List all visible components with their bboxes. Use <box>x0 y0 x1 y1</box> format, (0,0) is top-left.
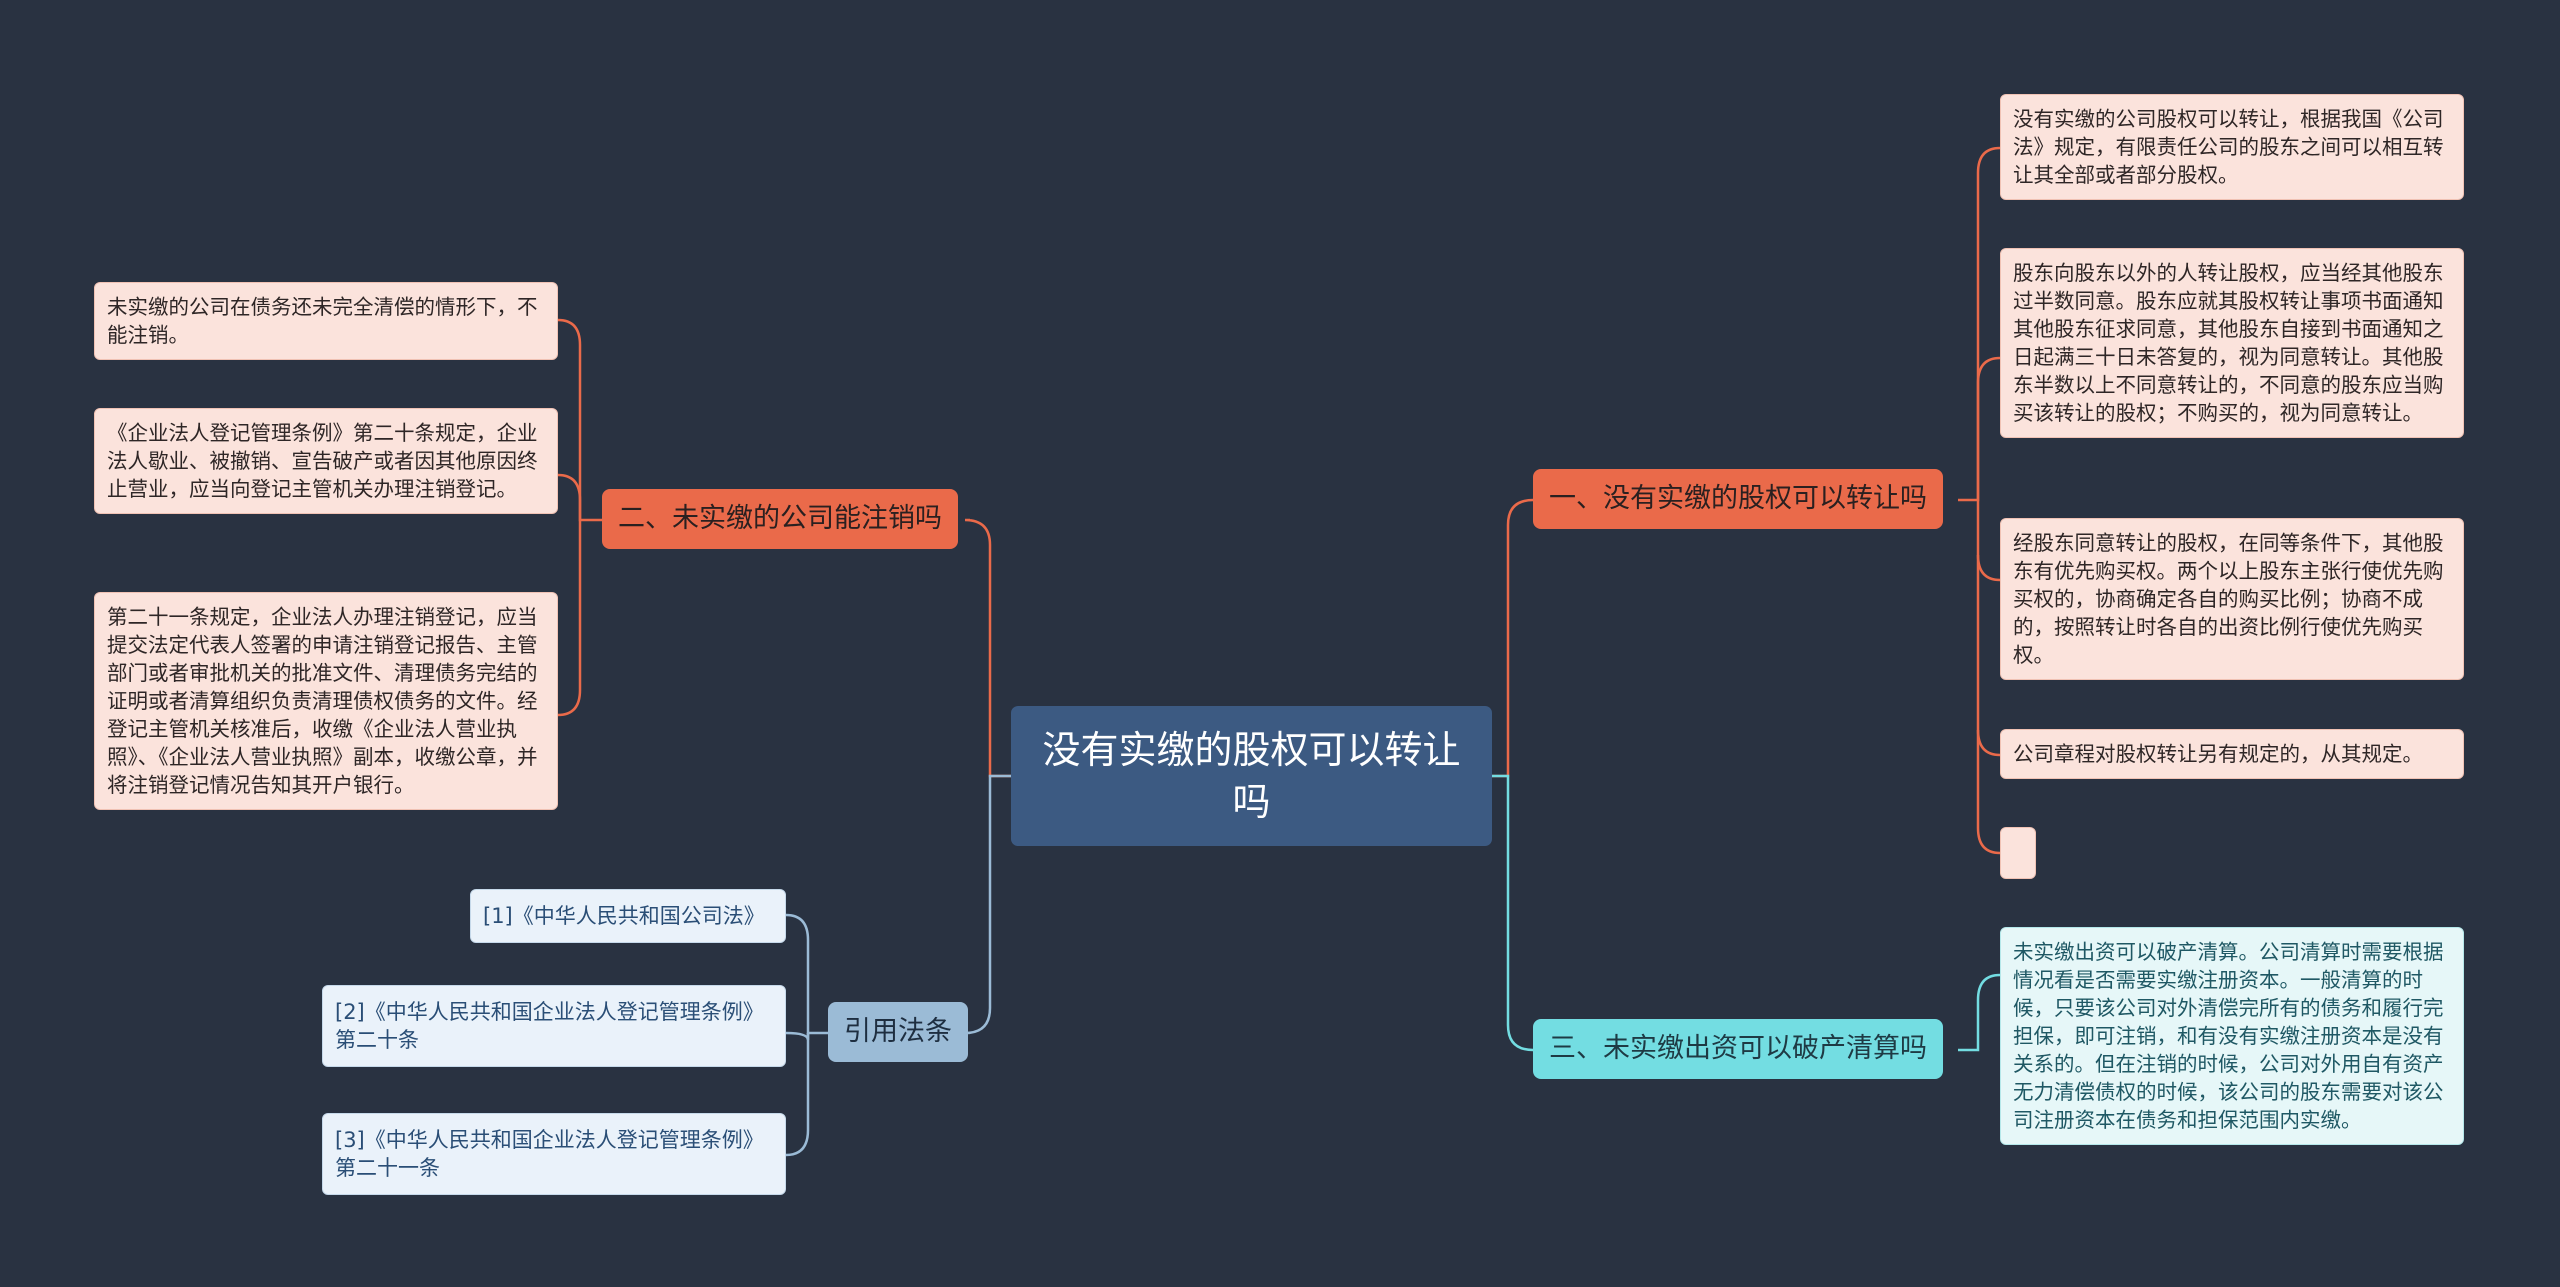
branch-transfer-question[interactable]: 一、没有实缴的股权可以转让吗 <box>1533 469 1943 529</box>
link-branch1-leaf1 <box>1958 146 2001 502</box>
leaf-deregister-answer[interactable]: 未实缴的公司在债务还未完全清偿的情形下，不能注销。 <box>94 282 558 360</box>
leaf-articles-rule[interactable]: 公司章程对股权转让另有规定的，从其规定。 <box>2000 729 2464 779</box>
branch-label: 三、未实缴出资可以破产清算吗 <box>1549 1033 1927 1064</box>
link-branch1-leaf3 <box>1976 500 2001 582</box>
link-branch1-leaf4 <box>1976 555 2001 757</box>
leaf-text: 公司章程对股权转让另有规定的，从其规定。 <box>2013 742 2423 766</box>
leaf-text: 股东向股东以外的人转让股权，应当经其他股东过半数同意。股东应就其股权转让事项书面… <box>2013 261 2444 425</box>
citation-text: [2]《中华人民共和国企业法人登记管理条例》 第二十条 <box>335 1000 764 1052</box>
link-branch2-leaf1 <box>557 318 602 522</box>
citation-text: [3]《中华人民共和国企业法人登记管理条例》 第二十一条 <box>335 1128 764 1180</box>
link-branch4-leaf2 <box>785 1031 810 1041</box>
link-branch3-leaf1 <box>1958 973 2001 1052</box>
citation-regulation-art20[interactable]: [2]《中华人民共和国企业法人登记管理条例》 第二十条 <box>322 985 786 1067</box>
citation-company-law[interactable]: [1]《中华人民共和国公司法》 <box>470 889 786 943</box>
link-branch4-leaf3 <box>785 1033 810 1157</box>
link-center-branch2 <box>964 518 1011 778</box>
link-branch1-leaf5 <box>1976 730 2001 855</box>
leaf-text: 第二十一条规定，企业法人办理注销登记，应当提交法定代表人签署的申请注销登记报告、… <box>107 605 538 797</box>
leaf-preemptive-right[interactable]: 经股东同意转让的股权，在同等条件下，其他股东有优先购买权。两个以上股东主张行使优… <box>2000 518 2464 680</box>
leaf-regulation-art21[interactable]: 第二十一条规定，企业法人办理注销登记，应当提交法定代表人签署的申请注销登记报告、… <box>94 592 558 810</box>
branch-deregister-question[interactable]: 二、未实缴的公司能注销吗 <box>602 489 958 549</box>
branch-label: 引用法条 <box>844 1016 952 1047</box>
link-branch1-leaf2 <box>1976 356 2001 500</box>
branch-cited-laws[interactable]: 引用法条 <box>828 1002 968 1062</box>
leaf-text: 经股东同意转让的股权，在同等条件下，其他股东有优先购买权。两个以上股东主张行使优… <box>2013 531 2444 667</box>
leaf-transfer-basis[interactable]: 没有实缴的公司股权可以转让，根据我国《公司法》规定，有限责任公司的股东之间可以相… <box>2000 94 2464 200</box>
citation-text: [1]《中华人民共和国公司法》 <box>483 904 765 928</box>
link-center-branch4 <box>964 774 1011 1035</box>
branch-label: 一、没有实缴的股权可以转让吗 <box>1549 483 1927 514</box>
leaf-text: 《企业法人登记管理条例》第二十条规定，企业法人歇业、被撤销、宣告破产或者因其他原… <box>107 421 538 501</box>
leaf-bankruptcy-answer[interactable]: 未实缴出资可以破产清算。公司清算时需要根据情况看是否需要实缴注册资本。一般清算的… <box>2000 927 2464 1145</box>
link-center-branch1 <box>1492 498 1534 778</box>
citation-regulation-art21[interactable]: [3]《中华人民共和国企业法人登记管理条例》 第二十一条 <box>322 1113 786 1195</box>
link-branch2-leaf3 <box>557 520 582 717</box>
link-branch4-leaf1 <box>785 913 828 1035</box>
leaf-text: 未实缴的公司在债务还未完全清偿的情形下，不能注销。 <box>107 295 538 347</box>
leaf-text: 没有实缴的公司股权可以转让，根据我国《公司法》规定，有限责任公司的股东之间可以相… <box>2013 107 2444 187</box>
leaf-text: 未实缴出资可以破产清算。公司清算时需要根据情况看是否需要实缴注册资本。一般清算的… <box>2013 940 2444 1132</box>
branch-bankruptcy-question[interactable]: 三、未实缴出资可以破产清算吗 <box>1533 1019 1943 1079</box>
link-center-branch3 <box>1492 774 1534 1052</box>
leaf-empty[interactable] <box>2000 827 2036 879</box>
leaf-transfer-outside[interactable]: 股东向股东以外的人转让股权，应当经其他股东过半数同意。股东应就其股权转让事项书面… <box>2000 248 2464 438</box>
link-branch2-leaf2 <box>557 473 582 520</box>
branch-label: 二、未实缴的公司能注销吗 <box>618 503 942 534</box>
leaf-regulation-art20[interactable]: 《企业法人登记管理条例》第二十条规定，企业法人歇业、被撤销、宣告破产或者因其他原… <box>94 408 558 514</box>
center-topic-label: 没有实缴的股权可以转让吗 <box>1042 728 1461 824</box>
center-topic[interactable]: 没有实缴的股权可以转让吗 <box>1011 706 1492 846</box>
